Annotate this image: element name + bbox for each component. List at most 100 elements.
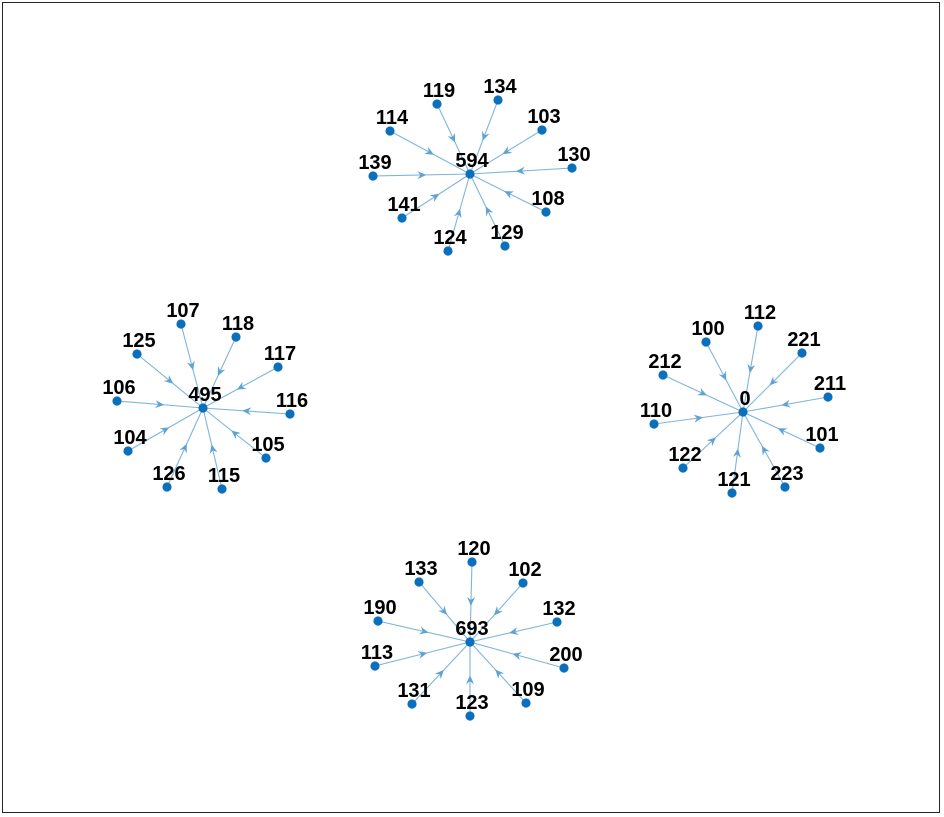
node-100[interactable] — [701, 337, 711, 347]
node-104[interactable] — [123, 446, 133, 456]
node-label-124: 124 — [433, 227, 467, 249]
arrowhead-100 — [718, 370, 727, 381]
node-label-102: 102 — [508, 559, 541, 581]
node-112[interactable] — [753, 321, 763, 331]
arrowhead-104 — [159, 427, 170, 436]
node-190[interactable] — [373, 616, 383, 626]
arrowhead-139 — [417, 171, 427, 180]
arrowhead-113 — [417, 651, 428, 659]
node-124[interactable] — [443, 246, 453, 256]
node-119[interactable] — [432, 99, 442, 109]
arrowhead-101 — [777, 428, 788, 436]
node-105[interactable] — [261, 453, 271, 463]
arrowhead-200 — [512, 652, 522, 660]
arrowhead-119 — [447, 132, 456, 143]
node-label-115: 115 — [208, 465, 240, 487]
arrowhead-112 — [747, 363, 756, 374]
node-label-104: 104 — [113, 427, 147, 449]
node-132[interactable] — [552, 617, 562, 627]
node-200[interactable] — [559, 663, 569, 673]
node-115[interactable] — [217, 484, 227, 494]
arrowhead-126 — [179, 443, 187, 454]
node-113[interactable] — [370, 661, 380, 671]
arrowhead-131 — [434, 669, 444, 680]
hub-label-495: 495 — [188, 384, 221, 406]
node-139[interactable] — [368, 171, 378, 181]
arrowhead-115 — [209, 444, 218, 455]
node-129[interactable] — [500, 241, 510, 251]
arrowhead-117 — [236, 381, 247, 390]
node-label-133: 133 — [404, 558, 437, 580]
arrowhead-116 — [242, 407, 252, 416]
node-133[interactable] — [414, 577, 424, 587]
arrowhead-221 — [769, 376, 779, 386]
node-label-126: 126 — [152, 463, 185, 485]
arrowhead-105 — [231, 430, 241, 440]
node-102[interactable] — [518, 578, 528, 588]
arrowhead-132 — [509, 627, 519, 635]
node-label-132: 132 — [542, 598, 575, 620]
node-211[interactable] — [823, 392, 833, 402]
arrowhead-134 — [482, 130, 490, 141]
node-label-134: 134 — [483, 76, 517, 98]
arrowhead-129 — [485, 206, 494, 217]
arrowhead-122 — [706, 437, 716, 447]
hub-node-0[interactable] — [738, 407, 748, 417]
arrowhead-108 — [504, 191, 514, 199]
node-label-109: 109 — [511, 679, 544, 701]
node-141[interactable] — [397, 213, 407, 223]
node-label-212: 212 — [648, 351, 681, 373]
node-label-120: 120 — [457, 538, 490, 560]
node-label-103: 103 — [527, 106, 560, 128]
hub-label-0: 0 — [739, 388, 750, 410]
node-label-211: 211 — [814, 373, 846, 395]
node-label-114: 114 — [376, 107, 409, 129]
node-120[interactable] — [467, 557, 477, 567]
arrowhead-109 — [495, 669, 505, 679]
hub-node-693[interactable] — [465, 637, 475, 647]
node-110[interactable] — [649, 419, 659, 429]
node-118[interactable] — [231, 332, 241, 342]
node-103[interactable] — [537, 125, 547, 135]
node-134[interactable] — [493, 95, 503, 105]
node-label-110: 110 — [640, 400, 672, 422]
node-label-131: 131 — [397, 680, 430, 702]
node-label-141: 141 — [387, 194, 420, 216]
node-101[interactable] — [815, 443, 825, 453]
node-223[interactable] — [780, 482, 790, 492]
arrowhead-223 — [761, 445, 770, 456]
node-123[interactable] — [465, 711, 475, 721]
arrowhead-106 — [155, 400, 165, 409]
node-221[interactable] — [797, 348, 807, 358]
arrowhead-125 — [163, 374, 174, 384]
node-109[interactable] — [521, 698, 531, 708]
node-label-101: 101 — [805, 424, 838, 446]
node-121[interactable] — [727, 488, 737, 498]
arrowhead-118 — [217, 366, 226, 377]
node-106[interactable] — [112, 396, 122, 406]
hub-node-495[interactable] — [198, 403, 208, 413]
arrowhead-102 — [493, 606, 503, 616]
hub-node-594[interactable] — [465, 169, 475, 179]
node-130[interactable] — [567, 163, 577, 173]
node-label-106: 106 — [102, 377, 135, 399]
node-212[interactable] — [658, 370, 668, 380]
node-116[interactable] — [285, 409, 295, 419]
arrowhead-123 — [466, 675, 474, 685]
node-122[interactable] — [678, 463, 688, 473]
node-label-122: 122 — [668, 444, 701, 466]
node-126[interactable] — [162, 482, 172, 492]
node-label-108: 108 — [531, 188, 564, 210]
edge-layer — [116, 99, 829, 716]
node-107[interactable] — [176, 319, 186, 329]
node-114[interactable] — [385, 126, 395, 136]
node-117[interactable] — [273, 362, 283, 372]
node-125[interactable] — [132, 349, 142, 359]
arrowhead-130 — [515, 166, 526, 175]
arrowhead-110 — [693, 414, 703, 423]
node-108[interactable] — [541, 207, 551, 217]
node-label-123: 123 — [455, 692, 488, 714]
node-131[interactable] — [407, 699, 417, 709]
